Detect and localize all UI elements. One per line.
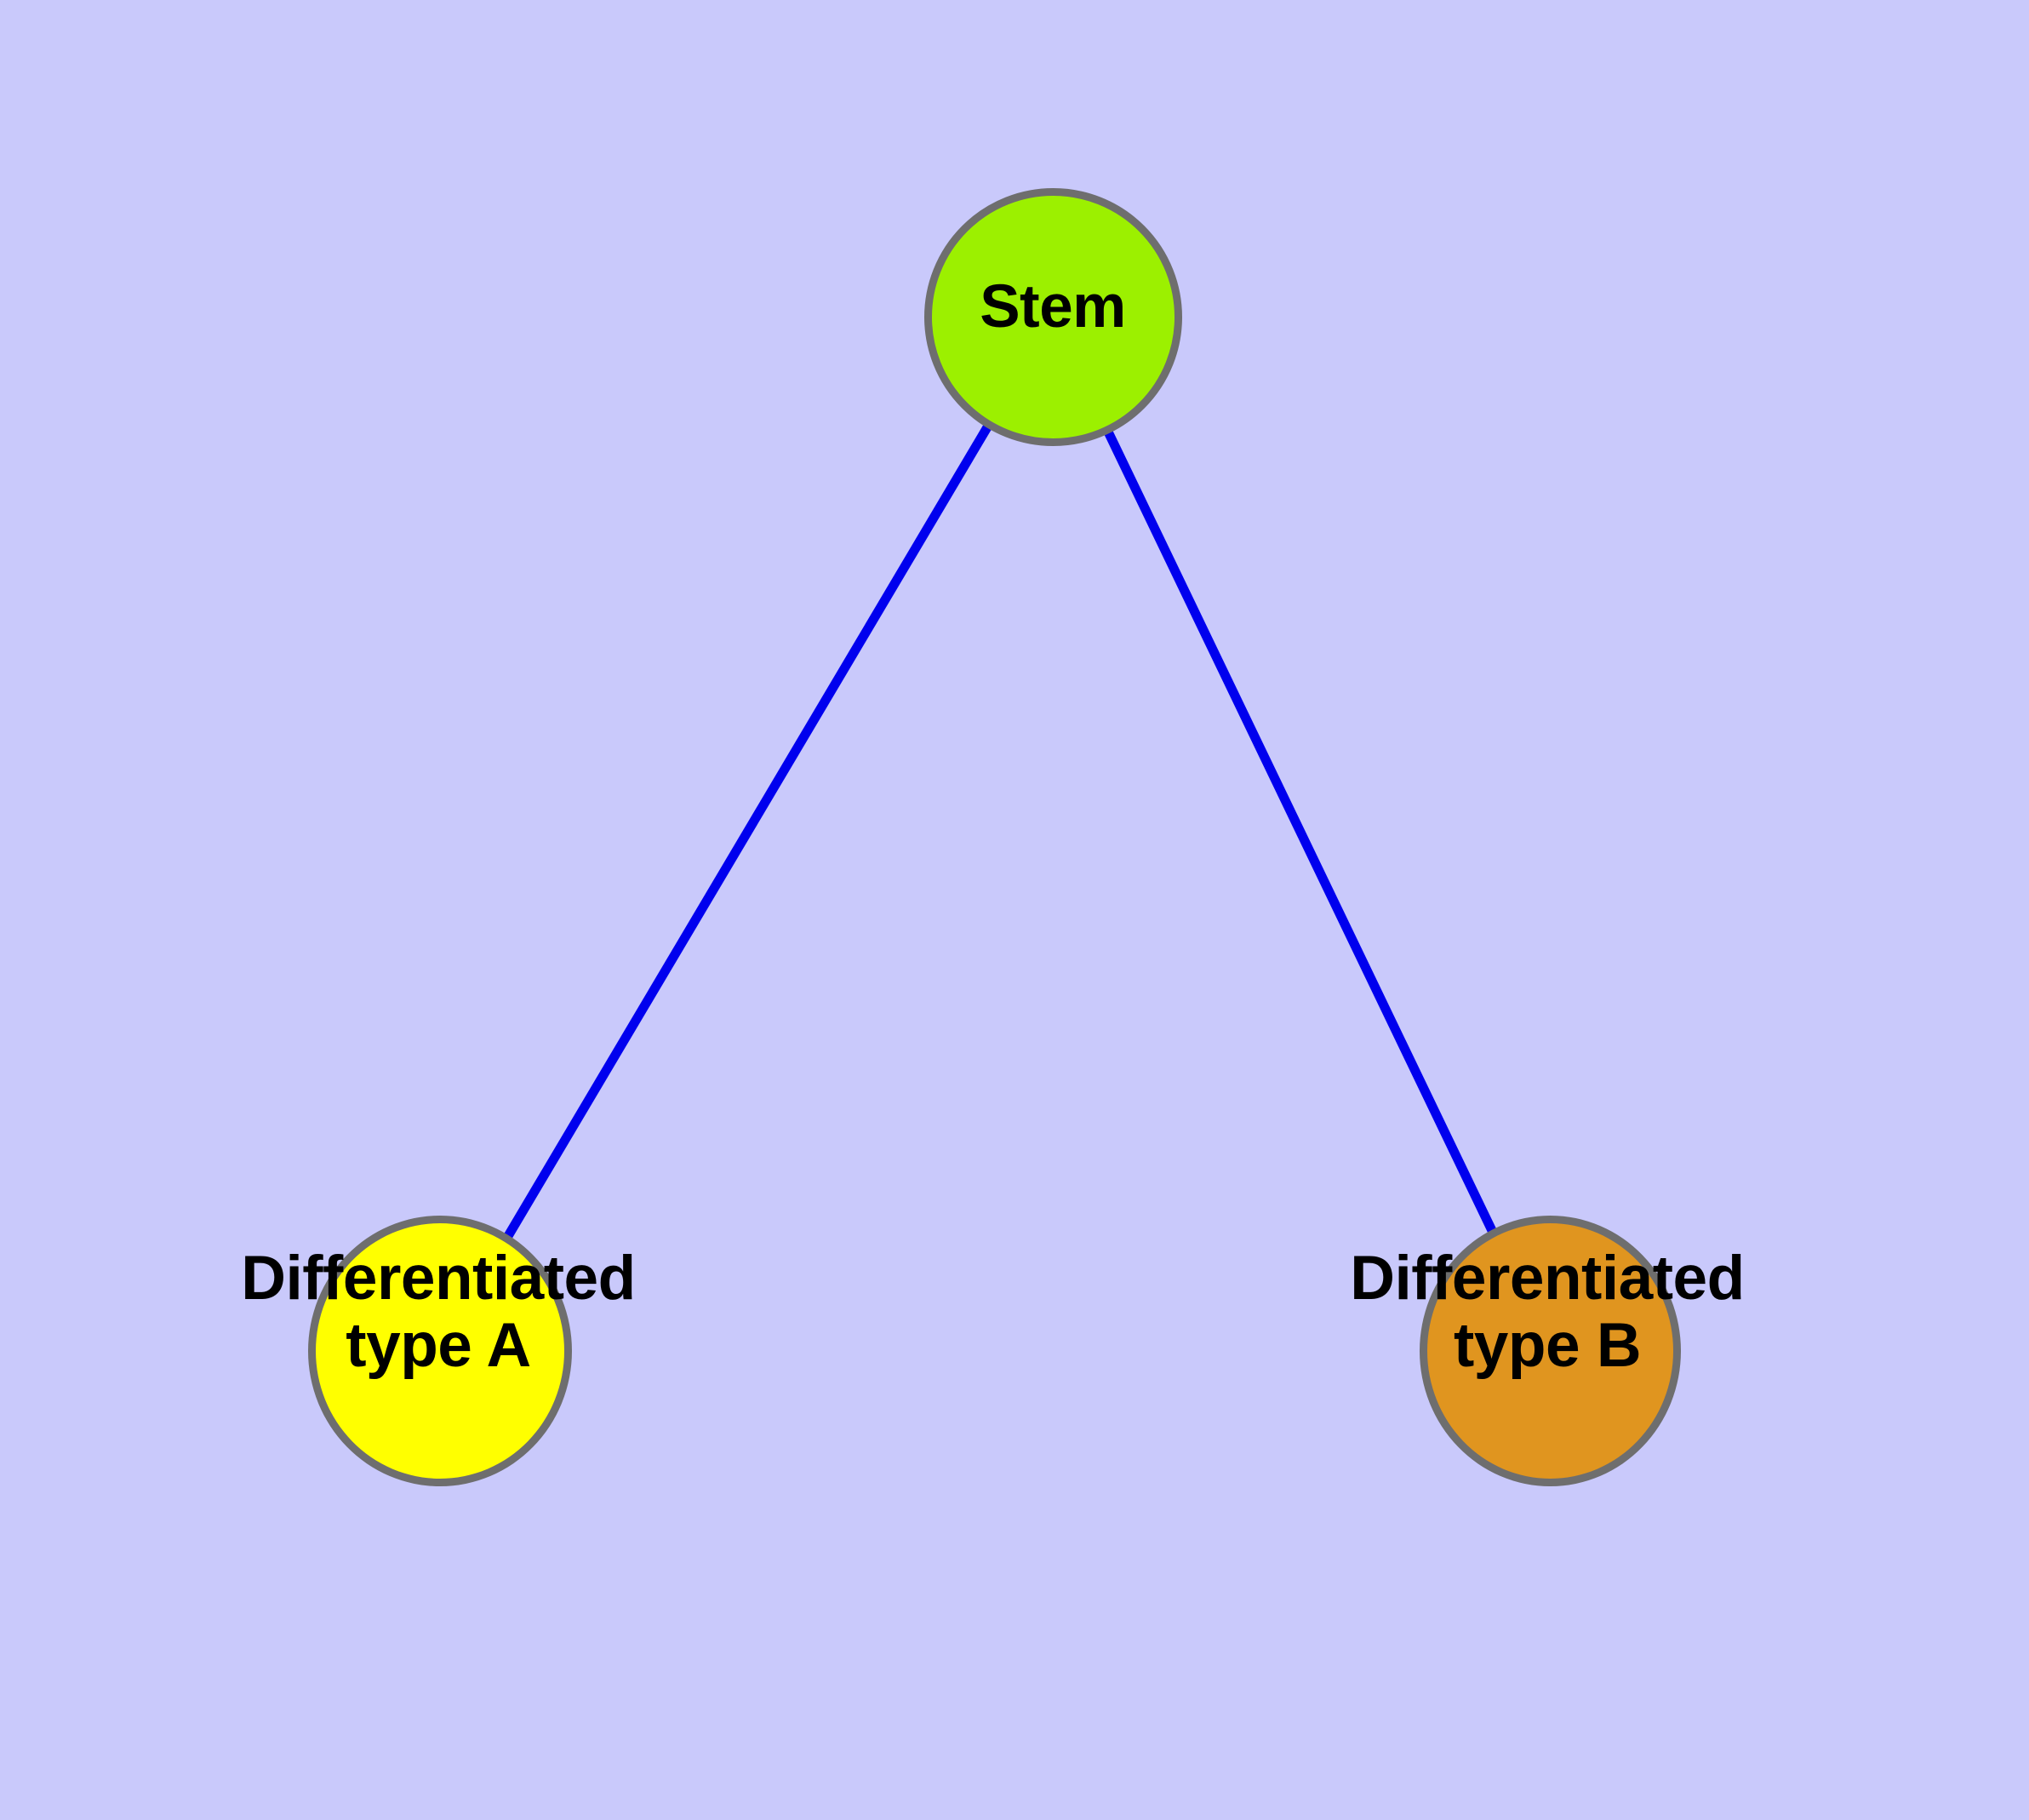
node-differentiated-type-a[interactable] — [308, 1216, 572, 1486]
node-differentiated-type-b[interactable] — [1420, 1216, 1681, 1486]
edge-stem-to-differentiated-type-b[interactable] — [1049, 314, 1554, 1354]
edge-stem-to-differentiated-type-a[interactable] — [436, 314, 1057, 1354]
node-stem[interactable] — [924, 188, 1182, 446]
